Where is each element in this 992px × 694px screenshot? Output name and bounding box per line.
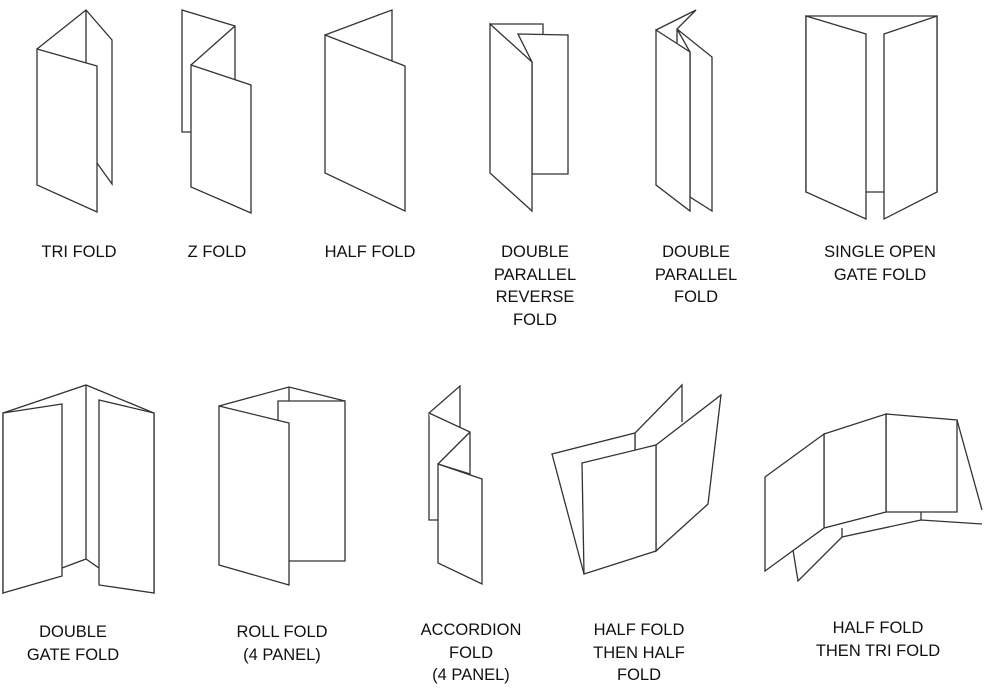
- label-line: HALF FOLD: [324, 243, 416, 261]
- label-line: THEN HALF: [593, 643, 685, 662]
- double-parallel-reverse-fold-drawing: [489, 22, 569, 213]
- label-line: Z FOLD: [187, 243, 247, 261]
- roll-fold-label: ROLL FOLD (4 PANEL): [187, 621, 377, 666]
- label-line: FOLD: [673, 288, 718, 306]
- label-line: DOUBLE: [662, 243, 730, 261]
- double-gate-fold-drawing: [2, 384, 155, 595]
- label-line: ACCORDION: [420, 621, 522, 639]
- half-fold-then-half-fold-drawing: [551, 383, 722, 575]
- double-gate-fold-label: DOUBLE GATE FOLD: [0, 621, 168, 666]
- label-line: TRI FOLD: [41, 243, 117, 261]
- tri-fold-drawing: [36, 9, 113, 214]
- label-line: HALF FOLD: [832, 619, 924, 637]
- label-line: (4 PANEL): [432, 666, 510, 684]
- label-line: DOUBLE: [501, 243, 569, 261]
- label-line: DOUBLE: [39, 623, 107, 641]
- double-parallel-reverse-fold-label: DOUBLE PARALLEL REVERSE FOLD: [440, 241, 630, 331]
- label-line: GATE FOLD: [833, 265, 927, 284]
- label-line: FOLD: [512, 310, 557, 329]
- label-line: FOLD: [448, 643, 493, 662]
- half-fold-then-tri-fold-label: HALF FOLD THEN TRI FOLD: [783, 617, 973, 662]
- half-fold-then-tri-fold-drawing: [764, 413, 983, 583]
- double-parallel-fold-drawing: [655, 9, 713, 213]
- z-fold-label: Z FOLD: [122, 241, 312, 264]
- label-line: HALF FOLD: [593, 621, 685, 639]
- label-line: REVERSE: [495, 288, 575, 306]
- single-open-gate-fold-drawing: [805, 15, 938, 221]
- label-line: THEN TRI FOLD: [815, 641, 941, 660]
- half-fold-then-half-fold-label: HALF FOLD THEN HALF FOLD: [544, 619, 734, 687]
- label-line: FOLD: [616, 666, 661, 684]
- accordion-fold-label: ACCORDION FOLD (4 PANEL): [376, 619, 566, 687]
- half-fold-label: HALF FOLD: [275, 241, 465, 264]
- label-line: GATE FOLD: [26, 645, 120, 664]
- z-fold-drawing: [181, 9, 252, 214]
- label-line: SINGLE OPEN: [824, 243, 936, 261]
- tri-fold-label: TRI FOLD: [0, 241, 174, 264]
- double-parallel-fold-label: DOUBLE PARALLEL FOLD: [601, 241, 791, 309]
- label-line: ROLL FOLD: [236, 623, 328, 641]
- label-line: PARALLEL: [654, 265, 738, 284]
- half-fold-drawing: [324, 9, 406, 213]
- single-open-gate-fold-label: SINGLE OPEN GATE FOLD: [785, 241, 975, 286]
- label-line: (4 PANEL): [243, 645, 321, 664]
- accordion-fold-drawing: [428, 384, 483, 586]
- label-line: PARALLEL: [493, 265, 577, 284]
- roll-fold-drawing: [218, 386, 346, 586]
